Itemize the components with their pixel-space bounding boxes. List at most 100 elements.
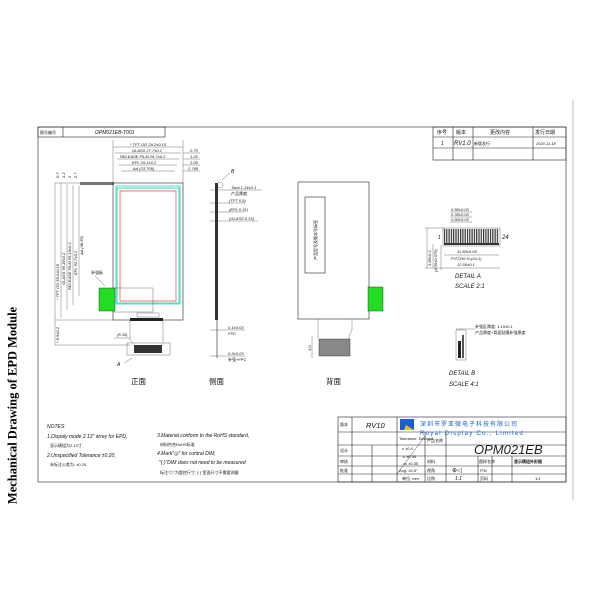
fpc-thickness: 0.1±0.03 [228, 325, 244, 330]
drawing-frame [37, 126, 567, 483]
epl-outline [116, 187, 180, 304]
tb-part-label: P/N [480, 468, 487, 473]
detail-b-note-2: 产品厚度+背面贴膜补强厚度 [475, 329, 525, 335]
note-4: 4.Mark"◎" for contral DIM, [157, 451, 216, 457]
back-hatched-stiffener [318, 338, 351, 357]
layer-epl: (EPL 0.31) [229, 207, 249, 212]
revision-header-date: 发行日期 [535, 129, 555, 136]
tb-version: RV10 [366, 421, 385, 430]
layer-tft: (TFT 0.5) [229, 198, 246, 203]
tb-unit: 单位: mm [402, 475, 420, 481]
detail-a-marker: A [116, 362, 121, 368]
dim-offset-4: 2.748 [187, 166, 199, 171]
tolerance-row-1: x ±0.4 [402, 446, 414, 451]
company-logo [400, 419, 414, 430]
note-1: 1.Dispaly mode 2.13" arrey for EPD, [47, 434, 127, 440]
dim-left-offset-3: 2 [67, 175, 72, 179]
note-3: 3.Material conform to the RoHS standard, [157, 433, 249, 439]
tb-scale: 1:1 [455, 476, 462, 482]
notes: NOTES: 1.Dispaly mode 2.13" arrey for EP… [46, 424, 249, 475]
detail-b-marker: B [231, 169, 235, 175]
glass-outline [115, 185, 181, 305]
dim-aa-height: AA (48.55) [79, 235, 84, 256]
total-thickness: Total 1.14±0.1 [231, 185, 256, 190]
green-stiffener-pad [98, 287, 116, 312]
detail-a-dim-left-1: 3.85±0.2 [427, 250, 432, 266]
note-3-cn: 材料符合RoHS标准 [160, 441, 195, 447]
dim-epl-width: EPL 25.1±0.2 [132, 160, 157, 165]
side-view-label: 侧面 [209, 376, 224, 386]
detail-a-dim-top-1: 0.50±0.03 [451, 207, 470, 212]
detail-b: 补强区厚度: 1.19±0.1 产品厚度+背面贴膜补强厚度 DETAIL B S… [449, 323, 525, 388]
fpc-tail [129, 321, 164, 344]
drawing-number-label: 图号编号 [40, 129, 56, 135]
back-view-label: 背面 [326, 376, 341, 386]
dim-left-offset-1: 0.7 [55, 172, 60, 178]
tb-product-name-label: 产品名称 [427, 437, 443, 443]
dim-release-film-height: RELEASE FILM 55.15±0.2 [67, 242, 72, 290]
detail-a-pin-first: 1 [438, 235, 441, 241]
tb-view-label: 视角 [427, 467, 435, 473]
tolerance-title: Tolerance: Decimal [399, 436, 433, 441]
revision-header-version: 版本 [456, 129, 466, 136]
drawing-number: OPM021EB-T001 [95, 130, 135, 136]
total-thickness-sub: 产品厚度 [231, 190, 247, 196]
active-area [119, 190, 177, 302]
detail-b-title: DETAIL B [449, 371, 475, 377]
front-view: * TFT OD 29.2±0.15 GLASS 27.7±0.2 RELEAS… [54, 140, 200, 386]
stiffener-thickness-label: 补强+FPC [228, 356, 246, 362]
tb-sheet: 1/1 [535, 476, 541, 481]
dim-offset-2: 1.25 [190, 154, 199, 159]
dim-epl-height: EPL 52.7±0.2 [73, 250, 78, 275]
detail-a-pitch: PITCH0.5×(24-1) [451, 256, 482, 261]
detail-a-scale: SCALE 2:1 [455, 284, 485, 290]
revision-row-version: RV1.0 [454, 141, 471, 147]
note-2: 2.Unspecified Tolerance ±0.20, [46, 453, 116, 459]
detail-a-dim-outer: 12.50±0.1 [457, 262, 475, 267]
detail-a-dim-left-2: (4.35±0.075) [433, 249, 438, 272]
tb-label-approve: 批准 [340, 467, 348, 473]
notes-title: NOTES: [47, 424, 66, 430]
tb-drawing-name-label: 图样名称 [479, 458, 495, 464]
tb-material-label: 材料 [427, 458, 435, 464]
dim-fpc-offset: (8.35) [117, 332, 128, 337]
label-sticker [304, 196, 326, 274]
back-green-pad [367, 286, 384, 312]
stiffener-thickness: 0.3±0.03 [228, 351, 244, 356]
detail-a-dim-top-3: 0.50±0.03 [451, 217, 470, 222]
tb-label-version: 版本 [340, 421, 348, 427]
detail-a-pin-last: 24 [501, 235, 509, 241]
revision-header-no: 序号 [437, 129, 447, 136]
dim-left-offset-2: 1.2 [61, 172, 66, 178]
company-name-cn: 深圳市罗亚微电子科技有限公司 [420, 420, 518, 428]
dim-offset-1: 0.75 [190, 148, 199, 153]
dim-offset-3: 2.05 [189, 160, 199, 165]
detail-b-note: 补强区厚度: 1.19±0.1 [475, 323, 514, 329]
tb-scale-label: 比例 [427, 475, 435, 481]
tb-label-design: 设计 [340, 447, 348, 453]
panel-outline [112, 182, 184, 321]
back-hatch-dim: 4.0 [307, 345, 312, 351]
tolerance-row-3: .xx ±0.05 [402, 461, 419, 466]
dim-left-offset-4: 2.7 [73, 172, 78, 179]
tb-label-review: 审核 [340, 458, 348, 464]
detail-a-dim-inner: 11.50±0.05 [457, 249, 477, 254]
revision-row-date: 2020.11.18 [535, 141, 556, 146]
label-sticker-text: 产品型号及版本号标签 [312, 220, 318, 260]
company-name-en: Royal Display Co., Limited [420, 431, 524, 437]
dim-glass-height: GLASS 55.15±0.2 [61, 252, 66, 285]
tolerance-row-4: Ang. ±0.5° [399, 468, 418, 473]
title-block: 版本 设计 审核 批准 RV10 深圳市罗亚微电子科技有限公司 Royal Di… [337, 416, 567, 483]
dim-aa-width: AA (23.705) [132, 166, 155, 171]
revision-table: 序号 版本 更改内容 发行日期 1 RV1.0 新版发行 2020.11.18 [432, 126, 567, 161]
stiffener-outline [112, 287, 154, 313]
revision-row-change: 新版发行 [474, 140, 490, 146]
note-4-cn: 标注"◎"为管控尺寸,"( )"里面尺寸不需要测量 [160, 469, 239, 475]
dim-release-film-width: RELEASE FILM 26.7±0.2 [120, 154, 166, 159]
fpc-connector [126, 342, 171, 356]
dim-bottom-fpc: * 8.5±0.2 [55, 326, 60, 343]
stiffener-label: 补强板 [91, 269, 103, 275]
note-2-cn: 未标注公差为: ±0.20, [50, 461, 87, 467]
tb-sheet-label: 页码 [480, 475, 488, 481]
